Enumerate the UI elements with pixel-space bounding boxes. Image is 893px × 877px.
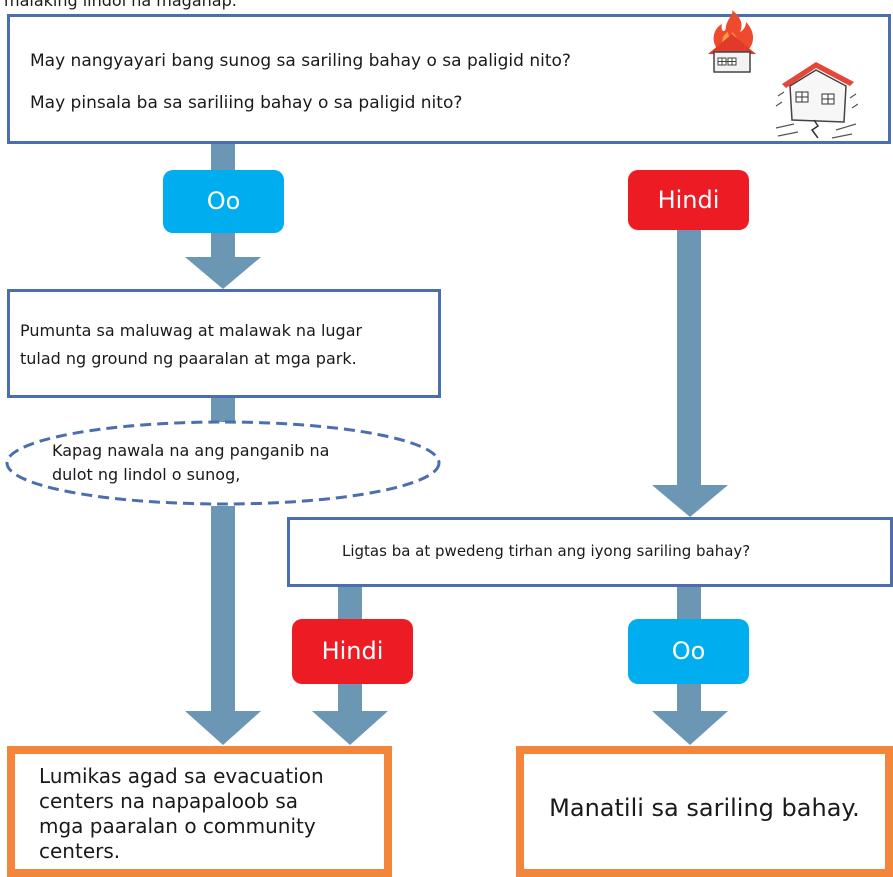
- q2-answer-hindi-label: Hindi: [292, 619, 413, 684]
- condition-ellipse: [5, 420, 441, 506]
- outcome-evacuate-line2: centers na napapaloob sa: [39, 789, 299, 813]
- arrow-shaft-q2-oo: [677, 587, 701, 619]
- earthquake-damaged-house-icon: [775, 62, 858, 139]
- answer-hindi-label: Hindi: [628, 170, 749, 230]
- arrow-shaft-action-ellipse: [211, 398, 235, 422]
- outcome-evacuate-line1: Lumikas agad sa evacuation: [39, 764, 324, 788]
- arrowhead-to-outcome-left-b: [312, 711, 388, 745]
- answer-oo-label: Oo: [163, 170, 284, 233]
- question1-line1: May nangyayari bang sunog sa sariling ba…: [30, 51, 571, 71]
- question2-box: Ligtas ba at pwedeng tirhan ang iyong sa…: [287, 517, 893, 587]
- arrowhead-to-q2: [652, 485, 728, 517]
- arrow-shaft-hindi-q2: [677, 230, 701, 486]
- action-line2: tulad ng ground ng paaralan at mga park.: [20, 349, 357, 368]
- arrowhead-to-outcome-left-a: [185, 711, 261, 745]
- arrow-shaft-hindi-outcome: [338, 684, 362, 712]
- question2-text: Ligtas ba at pwedeng tirhan ang iyong sa…: [342, 542, 751, 560]
- q2-answer-oo-label: Oo: [628, 619, 749, 684]
- condition-line1: Kapag nawala na ang panganib na: [52, 441, 330, 460]
- arrow-shaft-oo-action: [211, 233, 235, 258]
- outcome-stay-text: Manatili sa sariling bahay.: [549, 794, 860, 822]
- action-box: Pumunta sa maluwag at malawak na lugar t…: [7, 289, 441, 398]
- outcome-evacuate-line4: centers.: [39, 839, 121, 863]
- outcome-stay-box: Manatili sa sariling bahay.: [516, 746, 893, 877]
- condition-line2: dulot ng lindol o sunog,: [52, 465, 241, 484]
- arrowhead-to-action: [185, 257, 261, 289]
- arrow-shaft-ellipse-outcome: [211, 506, 235, 712]
- arrow-shaft-q1-oo: [211, 143, 235, 170]
- arrow-shaft-oo-outcome: [677, 684, 701, 712]
- outcome-evacuate-line3: mga paaralan o community: [39, 814, 316, 838]
- arrowhead-to-outcome-right: [652, 711, 728, 745]
- action-line1: Pumunta sa maluwag at malawak na lugar: [20, 321, 363, 340]
- outcome-evacuate-box: Lumikas agad sa evacuation centers na na…: [7, 746, 392, 877]
- question1-line2: May pinsala ba sa sariliing bahay o sa p…: [30, 93, 463, 113]
- burning-house-icon: [708, 10, 756, 73]
- top-caption: malaking lindol na maganap.: [4, 0, 237, 10]
- outcome-evacuate-text: Lumikas agad sa evacuation centers na na…: [39, 764, 324, 864]
- arrow-shaft-q2-hindi: [338, 587, 362, 619]
